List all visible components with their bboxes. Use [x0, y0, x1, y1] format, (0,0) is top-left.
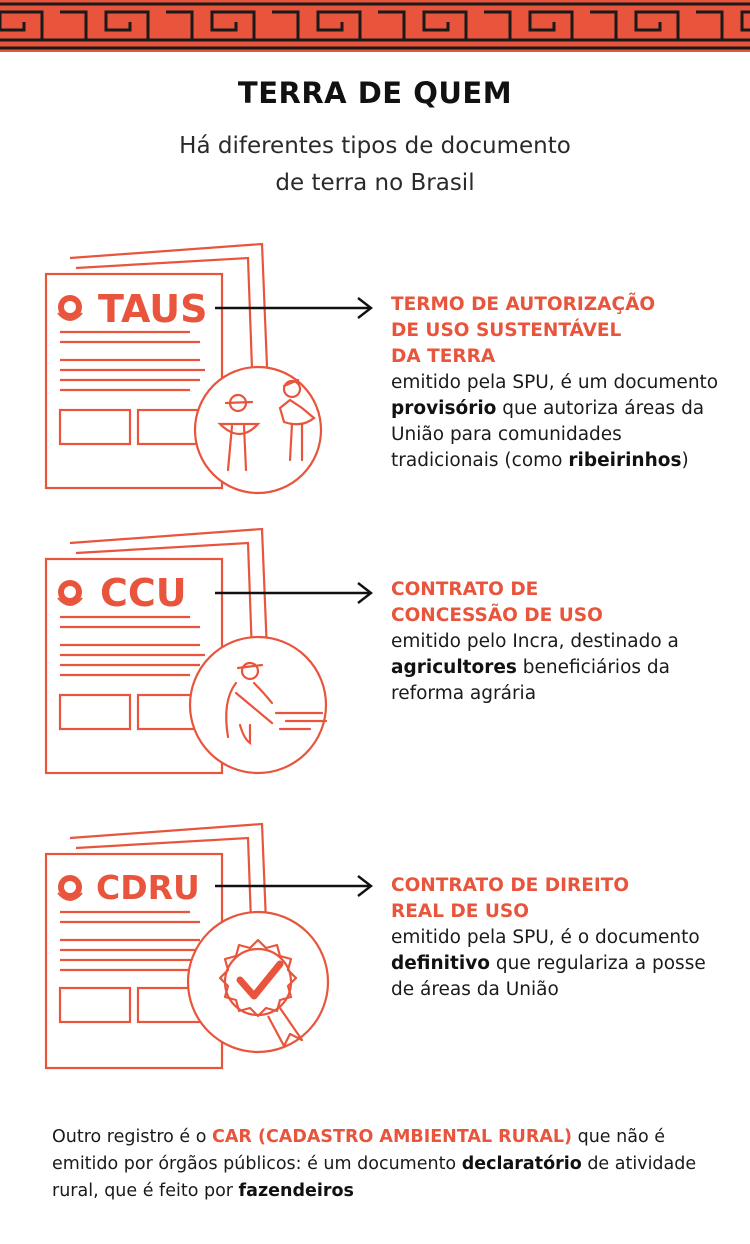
taus-bold-ribeirinhos: ribeirinhos	[568, 450, 682, 471]
page-title: TERRA DE QUEM	[237, 76, 513, 110]
footer-bold-fazendeiros: fazendeiros	[238, 1181, 354, 1201]
coat-of-arms-icon	[57, 875, 83, 901]
taus-document-illustration	[40, 240, 340, 495]
footer-bold-declaratorio: declaratório	[461, 1154, 582, 1174]
document-code-ccu: CCU	[100, 571, 187, 615]
subtitle-line-1: Há diferentes tipos de documento	[179, 133, 571, 159]
ccu-text-1: emitido pelo Incra, destinado a	[391, 631, 679, 652]
taus-heading: TERMO DE AUTORIZAÇÃO DE USO SUSTENTÁVEL …	[391, 292, 721, 370]
coat-of-arms-icon	[57, 295, 83, 321]
ccu-heading: CONTRATO DE CONCESSÃO DE USO	[391, 577, 721, 629]
arrow-right-icon	[215, 582, 373, 604]
ccu-description: CONTRATO DE CONCESSÃO DE USO emitido pel…	[391, 577, 721, 707]
subtitle-line-2: de terra no Brasil	[275, 170, 475, 196]
taus-heading-line-3: DA TERRA	[391, 346, 496, 367]
document-code-cdru: CDRU	[96, 868, 200, 907]
greek-key-border	[0, 0, 750, 52]
footer-text-3: de atividade rural, que é feito por	[52, 1154, 697, 1201]
cdru-bold-definitivo: definitivo	[391, 953, 490, 974]
cdru-text-1: emitido pela SPU, é o documento	[391, 927, 700, 948]
ccu-heading-line-2: CONCESSÃO DE USO	[391, 605, 603, 626]
cdru-heading-line-2: REAL DE USO	[391, 901, 529, 922]
page-subtitle: Há diferentes tipos de documento de terr…	[0, 128, 750, 202]
taus-text-3: )	[681, 450, 689, 471]
cdru-heading: CONTRATO DE DIREITO REAL DE USO	[391, 873, 721, 925]
coat-of-arms-icon	[57, 580, 83, 606]
taus-description: TERMO DE AUTORIZAÇÃO DE USO SUSTENTÁVEL …	[391, 292, 721, 474]
footer-text-1: Outro registro é o	[52, 1127, 213, 1147]
ccu-document-illustration	[40, 525, 340, 775]
arrow-right-icon	[215, 875, 373, 897]
taus-text-1: emitido pela SPU, é um documento	[391, 372, 719, 393]
taus-text-2: que autoriza áreas da União para comunid…	[391, 398, 705, 471]
taus-heading-line-2: DE USO SUSTENTÁVEL	[391, 320, 622, 341]
arrow-right-icon	[215, 297, 373, 319]
cdru-heading-line-1: CONTRATO DE DIREITO	[391, 875, 630, 896]
taus-heading-line-1: TERMO DE AUTORIZAÇÃO	[391, 294, 656, 315]
cdru-document-illustration	[40, 820, 340, 1070]
taus-bold-provisorio: provisório	[391, 398, 497, 419]
cdru-text-2: que regulariza a posse de áreas da União	[391, 953, 706, 1000]
document-code-taus: TAUS	[98, 287, 208, 331]
ccu-text-2: beneficiários da reforma agrária	[391, 657, 670, 704]
ccu-bold-agricultores: agricultores	[391, 657, 517, 678]
cdru-description: CONTRATO DE DIREITO REAL DE USO emitido …	[391, 873, 721, 1003]
footer-car-highlight: CAR (CADASTRO AMBIENTAL RURAL)	[212, 1127, 573, 1147]
footer-text-2: que não é emitido por órgãos públicos: é…	[52, 1127, 665, 1174]
ccu-heading-line-1: CONTRATO DE	[391, 579, 539, 600]
footer-note: Outro registro é o CAR (CADASTRO AMBIENT…	[52, 1124, 712, 1205]
